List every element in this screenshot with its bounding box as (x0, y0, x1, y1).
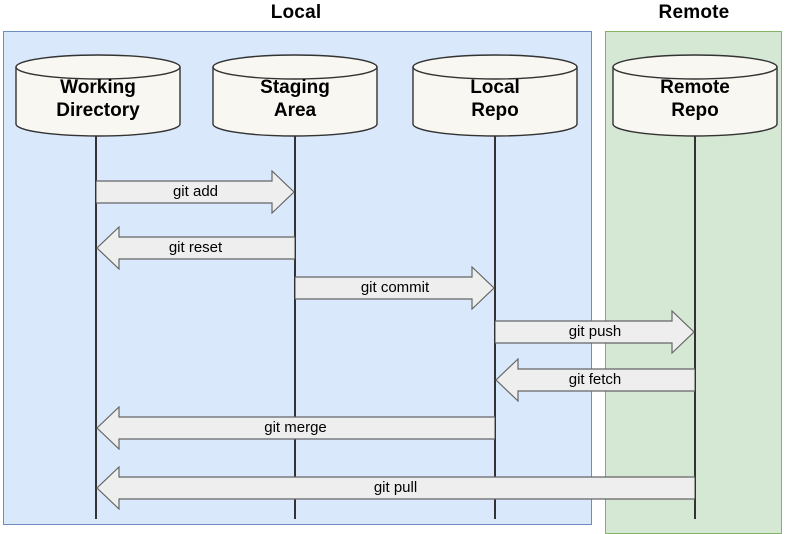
arrow-git-pull[interactable]: git pull (96, 466, 695, 510)
arrow-git-add[interactable]: git add (96, 170, 295, 214)
zone-title-remote: Remote (658, 2, 730, 23)
node-local-repo[interactable]: Local Repo (412, 54, 578, 137)
arrow-git-reset[interactable]: git reset (96, 226, 295, 270)
node-staging-area[interactable]: Staging Area (212, 54, 378, 137)
node-working-directory[interactable]: Working Directory (15, 54, 181, 137)
arrow-git-merge[interactable]: git merge (96, 406, 495, 450)
lifeline-working-directory (95, 133, 97, 519)
node-remote-repo[interactable]: Remote Repo (612, 54, 778, 137)
zone-title-local: Local (270, 2, 322, 23)
lifeline-staging-area (294, 133, 296, 519)
arrow-git-fetch[interactable]: git fetch (495, 358, 695, 402)
arrow-git-push[interactable]: git push (495, 310, 695, 354)
lifeline-remote-repo (694, 133, 696, 519)
arrow-git-commit[interactable]: git commit (295, 266, 495, 310)
